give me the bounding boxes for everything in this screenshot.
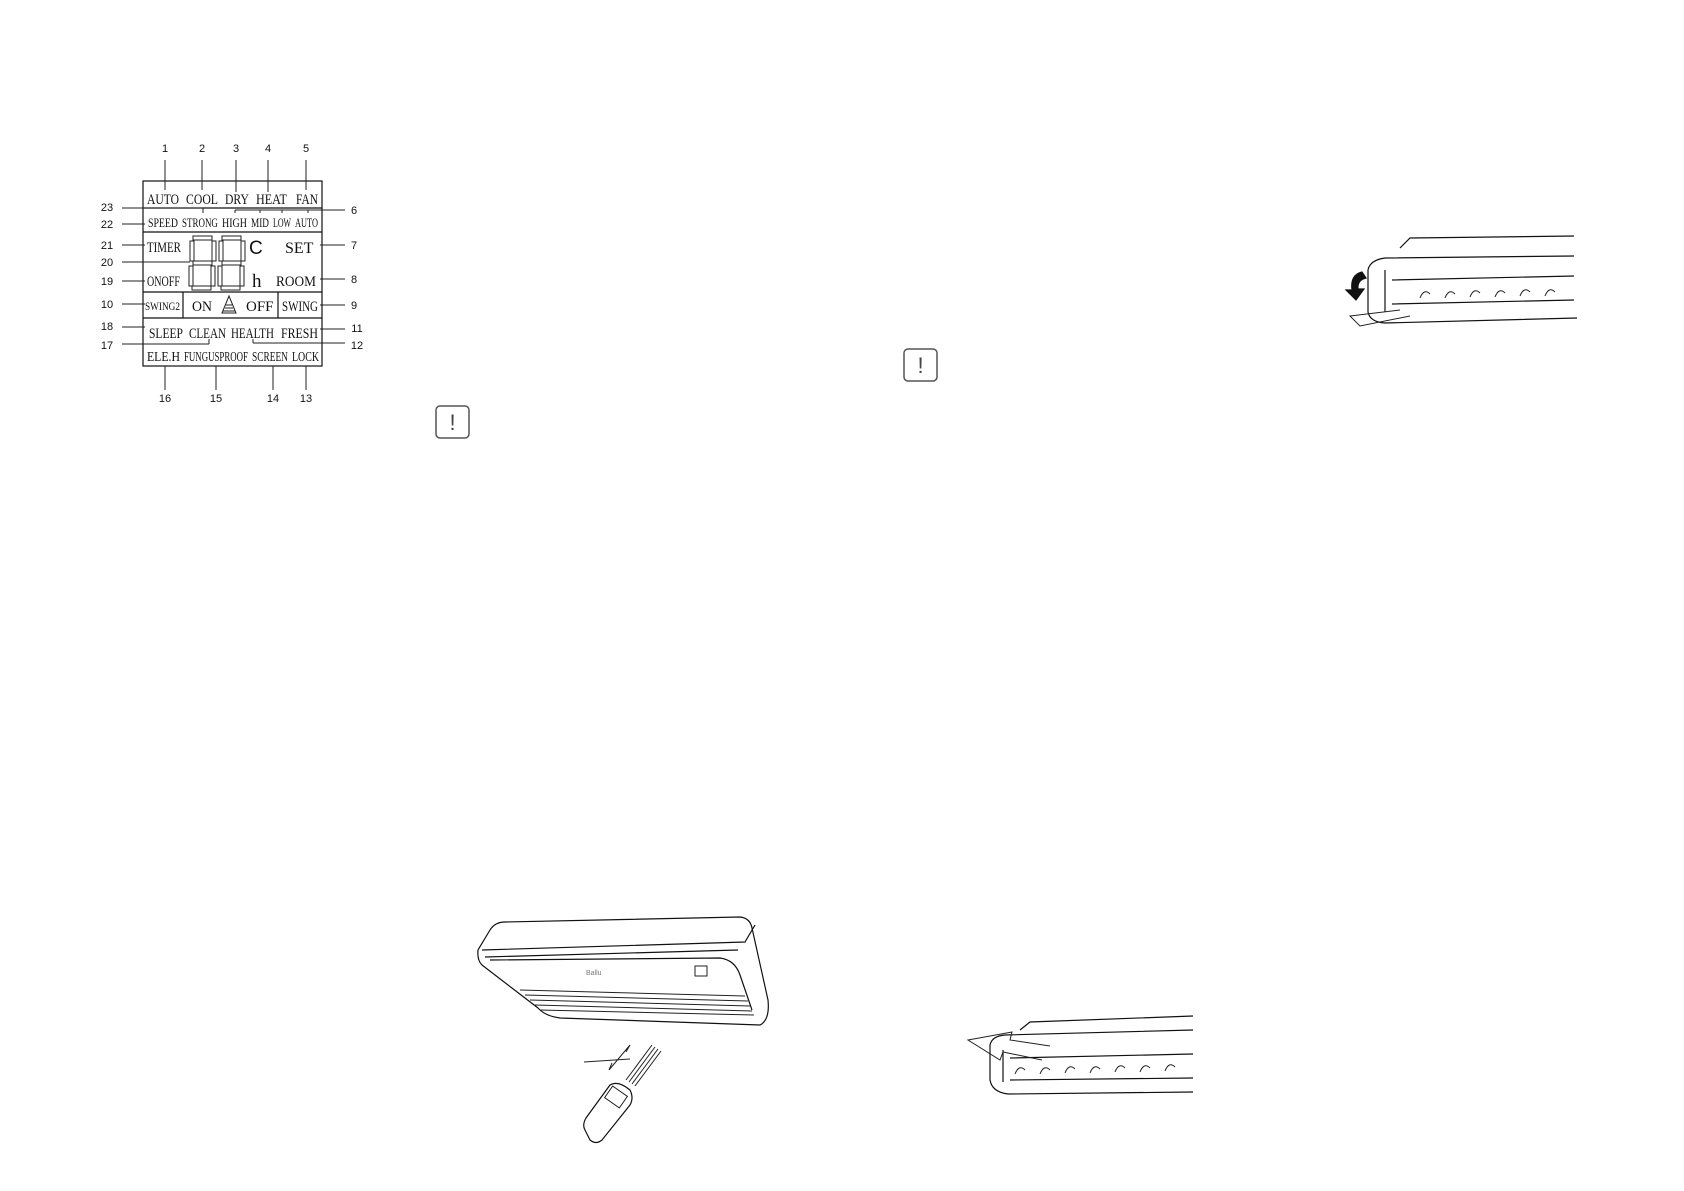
digit-1: [188, 235, 217, 291]
callout-13: 13: [300, 393, 312, 405]
set-label: SET: [285, 240, 314, 257]
digit-2: [217, 235, 246, 291]
speed-row: SPEED STRONG HIGH MID LOW AUTO: [148, 216, 318, 231]
callouts-left: 23 22 21 20 19 10 18 17: [101, 202, 210, 352]
on-label: ON: [192, 299, 213, 316]
func-sleep: SLEEP: [149, 325, 183, 342]
callout-22: 22: [101, 219, 113, 231]
extras-row: ELE.H FUNGUSPROOF SCREEN LOCK: [147, 348, 319, 365]
speed-strong: STRONG: [182, 217, 218, 231]
callout-14: 14: [267, 393, 279, 405]
callout-19: 19: [101, 276, 113, 288]
signal-arrow-icon: [583, 1044, 631, 1071]
speed-low: LOW: [273, 216, 292, 231]
hour-label: h: [252, 271, 262, 292]
callouts-right: 6 7 8 9 11 12: [234, 205, 363, 352]
mode-fan: FAN: [296, 190, 318, 207]
callout-3: 3: [233, 143, 239, 155]
lcd-frame: [142, 180, 323, 367]
callout-16: 16: [159, 393, 171, 405]
off-label: OFF: [246, 299, 274, 315]
callout-21: 21: [101, 240, 113, 252]
timer-label: TIMER: [147, 238, 181, 255]
seven-segment-digits: [188, 235, 246, 291]
celsius-label: C: [249, 238, 263, 259]
room-label: ROOM: [276, 273, 316, 290]
speed-label: SPEED: [148, 217, 178, 231]
mode-auto: AUTO: [147, 191, 179, 208]
callout-9: 9: [351, 300, 357, 312]
callout-18: 18: [101, 321, 113, 333]
mode-cool: COOL: [186, 191, 218, 208]
callouts-top: 1 2 3 4 5: [162, 143, 309, 192]
airflow-arrow-icon: [966, 1031, 1051, 1061]
callout-4: 4: [265, 143, 271, 155]
louver-close-illustration: [966, 1015, 1194, 1095]
extra-eleh: ELE.H: [147, 348, 180, 364]
louver-open-illustration: [1344, 235, 1578, 327]
callout-7: 7: [351, 240, 357, 252]
callout-6: 6: [351, 205, 357, 217]
signal-waves-icon: [625, 1044, 662, 1087]
brand-logo: Ballu: [586, 970, 602, 977]
func-health: HEALTH: [231, 324, 274, 341]
onoff-label: ONOFF: [147, 273, 180, 289]
callout-8: 8: [351, 274, 357, 286]
callout-11: 11: [351, 323, 362, 335]
svg-text:!: !: [449, 410, 455, 435]
function-row: SLEEP CLEAN HEALTH FRESH: [149, 324, 318, 341]
func-fresh: FRESH: [281, 325, 318, 342]
exclamation-icon: !: [435, 405, 470, 439]
extra-lock: LOCK: [292, 348, 319, 364]
swing-row: SWING2 ON OFF SWING: [145, 294, 318, 316]
swing-label: SWING: [282, 297, 318, 314]
speed-high: HIGH: [222, 216, 248, 231]
callout-1: 1: [162, 143, 168, 155]
display-area: TIMER ONOFF C h SET ROOM: [147, 235, 316, 292]
airflow-arrow-icon: [1348, 309, 1411, 327]
callout-23: 23: [101, 202, 113, 214]
swing2-label: SWING2: [145, 300, 180, 313]
speed-auto: AUTO: [295, 216, 318, 230]
callout-20: 20: [101, 257, 113, 269]
callouts-bottom: 16 15 14 13: [159, 366, 312, 405]
callout-12: 12: [351, 340, 363, 352]
fan-level-triangle-icon: [221, 294, 237, 314]
extra-screen: SCREEN: [252, 348, 288, 364]
arrow-down-icon: [1344, 271, 1367, 301]
mode-dry: DRY: [225, 191, 249, 208]
exclamation-icon: !: [903, 348, 938, 382]
callout-10: 10: [101, 299, 113, 311]
mode-row: AUTO COOL DRY HEAT FAN: [147, 190, 318, 207]
callout-17: 17: [101, 340, 113, 352]
svg-text:!: !: [917, 353, 923, 378]
extra-fungusproof: FUNGUSPROOF: [184, 349, 248, 365]
ceiling-unit-illustration: Ballu: [477, 916, 769, 1144]
speed-mid: MID: [251, 217, 269, 231]
callout-15: 15: [210, 393, 222, 405]
callout-2: 2: [199, 143, 205, 155]
lcd-display-diagram: AUTO COOL DRY HEAT FAN SPEED STRONG HIGH…: [101, 143, 363, 405]
remote-control-icon: [583, 1082, 633, 1144]
func-clean: CLEAN: [189, 324, 226, 341]
callout-5: 5: [303, 143, 309, 155]
mode-heat: HEAT: [256, 191, 288, 207]
